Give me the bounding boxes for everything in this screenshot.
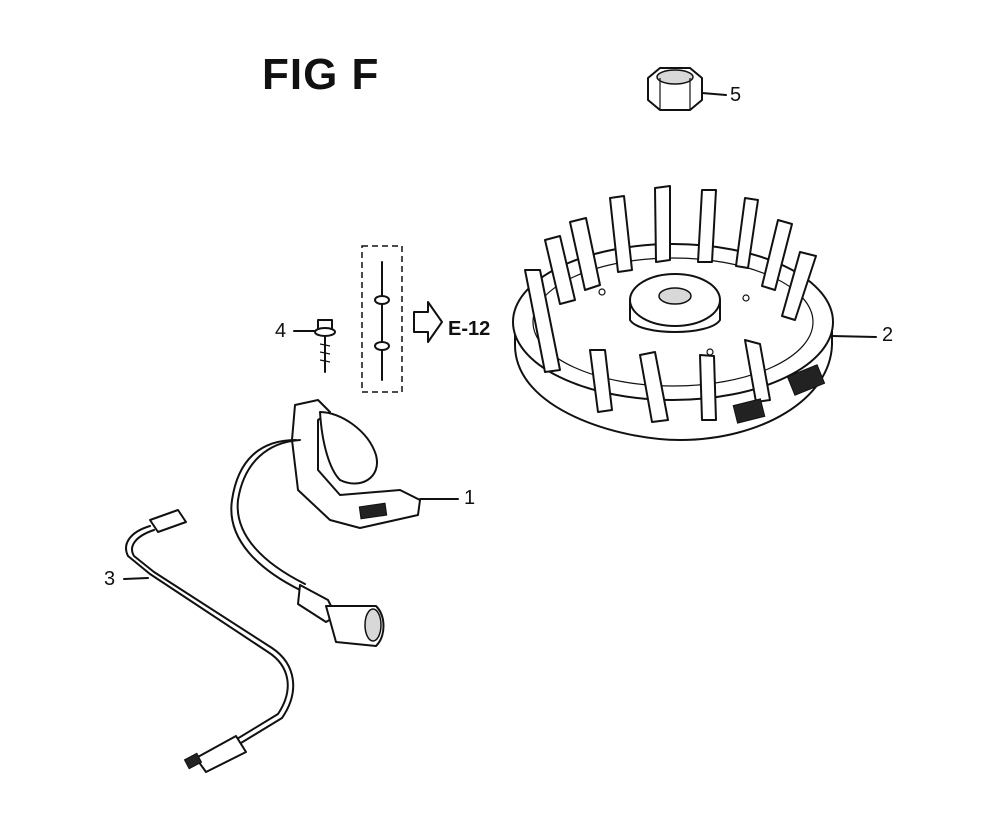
- flange-nut-drawing: [647, 67, 727, 111]
- callout-5: 5: [730, 84, 742, 106]
- callout-4: 4: [275, 320, 287, 342]
- figure-title: FIG F: [262, 50, 380, 99]
- cross-reference-label: E-12: [448, 318, 491, 340]
- stop-wire-drawing: [123, 509, 295, 773]
- bolt-drawing: [293, 319, 336, 373]
- ignition-coil-drawing: [230, 399, 459, 647]
- flywheel-drawing: [512, 185, 877, 441]
- callout-2: 2: [882, 324, 894, 346]
- reference-box-drawing: [361, 245, 443, 393]
- callout-3: 3: [104, 568, 116, 590]
- callout-1: 1: [464, 487, 476, 509]
